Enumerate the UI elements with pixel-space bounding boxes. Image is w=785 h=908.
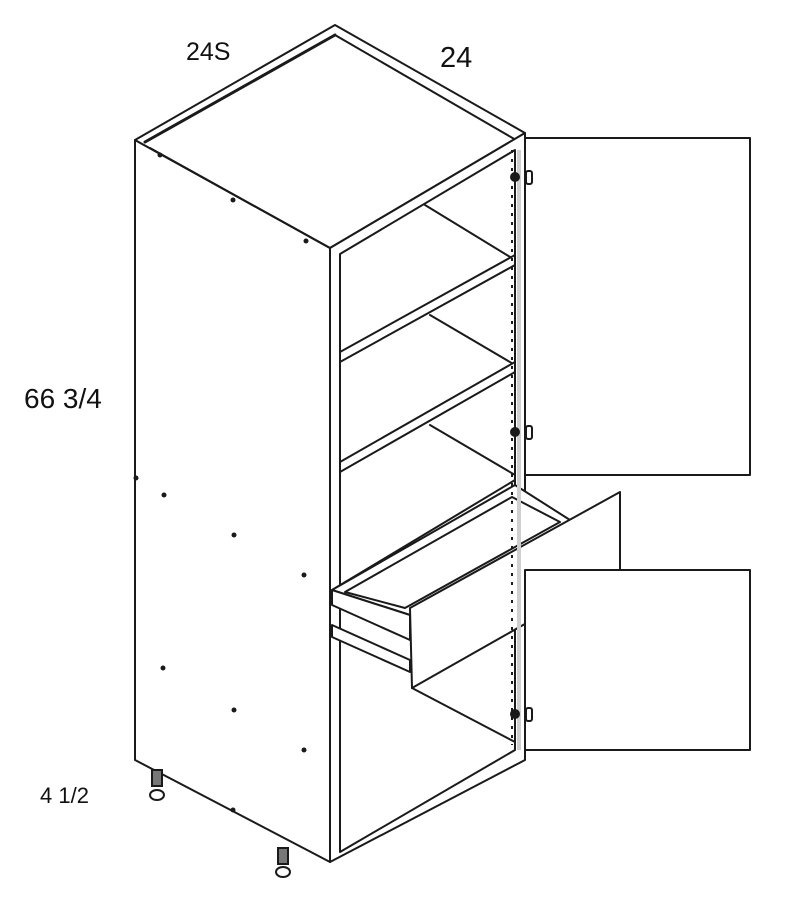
side-panel-dot	[230, 807, 236, 813]
cabinet-left-side-panel	[134, 139, 331, 863]
top-panel-right-edge	[334, 34, 517, 141]
top-panel-back-edge	[143, 33, 337, 144]
upper-shelf-1	[339, 254, 516, 363]
height-dimension-label: 66 3/4	[24, 383, 102, 414]
hinge-upper-icon	[510, 170, 533, 185]
side-panel-dot	[230, 197, 236, 203]
side-panel-dot	[133, 475, 139, 481]
hinge-middle-icon	[510, 425, 533, 440]
drawer-rail-lower	[331, 624, 411, 673]
cabinet-interior	[339, 149, 516, 853]
lower-interior-edge	[411, 687, 516, 743]
interior-top-back-line	[424, 204, 516, 261]
lower-door	[524, 569, 751, 751]
depth-dimension-label: 24	[440, 42, 473, 74]
side-panel-dot	[301, 572, 307, 578]
side-panel-dot	[231, 707, 237, 713]
side-panel-dot	[303, 238, 309, 244]
leveling-leg-front-icon	[149, 769, 165, 801]
drawer-box-inner	[344, 496, 561, 609]
toe-kick-dimension-label: 4 1/2	[40, 783, 89, 808]
hinge-lower-icon	[510, 707, 533, 722]
side-panel-dot	[301, 747, 307, 753]
side-panel-dot	[161, 492, 167, 498]
upper-shelf-2-back	[429, 424, 516, 476]
upper-shelf-1-back	[429, 314, 516, 366]
upper-shelf-2	[339, 361, 516, 473]
leveling-leg-rear-icon	[275, 847, 291, 878]
side-panel-dot	[160, 665, 166, 671]
top-panel-front-edge	[149, 147, 331, 249]
side-panel-dot	[157, 152, 163, 158]
side-panel-dot	[231, 532, 237, 538]
upper-door	[524, 137, 751, 476]
width-dimension-label: 24S	[186, 38, 231, 66]
